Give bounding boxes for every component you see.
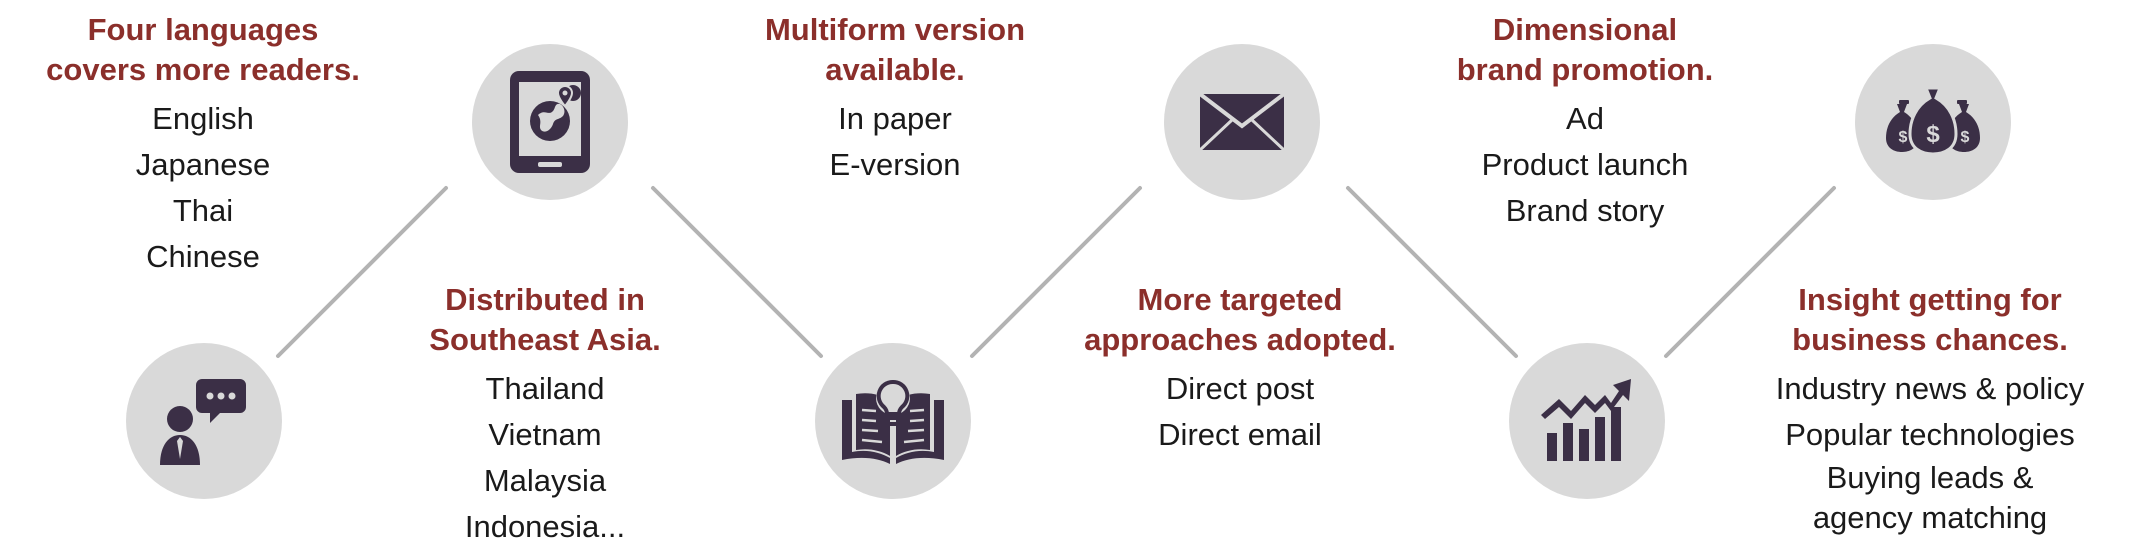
money-bags-icon: $ $ $ — [1886, 86, 1980, 156]
heading-line: Distributed in — [445, 282, 645, 317]
feature-item-list: English Japanese Thai Chinese — [8, 96, 398, 280]
feature-heading: Dimensional brand promotion. — [1410, 10, 1760, 90]
feature-heading: Distributed in Southeast Asia. — [370, 280, 720, 360]
feature-block-insight: Insight getting for business chances. In… — [1735, 280, 2125, 538]
chat-person-icon — [160, 379, 246, 465]
feature-item: Thai — [172, 193, 234, 228]
feature-item: Product launch — [1481, 147, 1689, 182]
feature-heading: More targeted approaches adopted. — [1055, 280, 1425, 360]
feature-heading: Multiform version available. — [720, 10, 1070, 90]
feature-block-languages: Four languages covers more readers. Engl… — [8, 10, 398, 280]
feature-item: Popular technologies — [1785, 417, 2075, 452]
heading-line: Southeast Asia. — [429, 322, 661, 357]
feature-item: Japanese — [135, 147, 271, 182]
feature-item: Direct post — [1165, 371, 1315, 406]
tablet-globe-icon — [510, 71, 590, 173]
feature-item: E-version — [829, 147, 961, 182]
feature-block-promotion: Dimensional brand promotion. Ad Product … — [1410, 10, 1760, 234]
feature-item-list: Ad Product launch Brand story — [1410, 96, 1760, 234]
feature-item: In paper — [838, 101, 952, 136]
connector-line — [1346, 186, 1518, 358]
feature-item: Chinese — [146, 239, 260, 274]
svg-text:$: $ — [1899, 129, 1908, 146]
svg-text:$: $ — [1961, 129, 1970, 146]
feature-node-languages — [126, 343, 282, 499]
feature-item: Ad — [1566, 101, 1604, 136]
connector-line — [651, 186, 823, 358]
connector-line — [970, 186, 1142, 358]
feature-heading: Insight getting for business chances. — [1735, 280, 2125, 360]
connector-line — [1664, 186, 1836, 358]
feature-item-list: Thailand Vietnam Malaysia Indonesia... — [370, 366, 720, 550]
feature-node-distribution — [472, 44, 628, 200]
heading-line: Multiform version — [764, 12, 1026, 47]
feature-heading: Four languages covers more readers. — [8, 10, 398, 90]
feature-item: agency matching — [1812, 500, 2048, 535]
feature-item: Brand story — [1505, 193, 1665, 228]
feature-node-promotion — [1509, 343, 1665, 499]
heading-line: available. — [825, 52, 965, 87]
feature-item: Thailand — [485, 371, 605, 406]
heading-line: Dimensional — [1492, 12, 1678, 47]
growth-chart-icon — [1541, 379, 1631, 461]
heading-line: Four languages — [87, 12, 319, 47]
feature-item: Buying leads & — [1826, 460, 2034, 495]
heading-line: Insight getting for — [1798, 282, 2062, 317]
feature-item: Direct email — [1158, 417, 1322, 452]
heading-line: approaches adopted. — [1084, 322, 1396, 357]
heading-line: business chances. — [1792, 322, 2068, 357]
feature-item-list: Industry news & policy Popular technolog… — [1735, 366, 2125, 538]
feature-node-approaches — [1164, 44, 1320, 200]
connector-line — [276, 186, 448, 358]
feature-node-insight: $ $ $ — [1855, 44, 2011, 200]
feature-block-distribution: Distributed in Southeast Asia. Thailand … — [370, 280, 720, 550]
feature-item-list: Direct post Direct email — [1055, 366, 1425, 458]
feature-block-approaches: More targeted approaches adopted. Direct… — [1055, 280, 1425, 458]
feature-item: Indonesia... — [464, 509, 626, 544]
feature-item: Industry news & policy — [1775, 371, 2085, 406]
feature-item: Vietnam — [488, 417, 602, 452]
feature-block-versions: Multiform version available. In paper E-… — [720, 10, 1070, 188]
heading-line: covers more readers. — [46, 52, 360, 87]
svg-text:$: $ — [1926, 121, 1940, 148]
feature-item-list: In paper E-version — [720, 96, 1070, 188]
book-lightbulb-icon — [842, 379, 944, 464]
feature-item: Malaysia — [483, 463, 607, 498]
feature-item: English — [152, 101, 254, 136]
heading-line: brand promotion. — [1456, 52, 1714, 87]
heading-line: More targeted — [1137, 282, 1343, 317]
envelope-icon — [1198, 92, 1286, 152]
feature-node-versions — [815, 343, 971, 499]
